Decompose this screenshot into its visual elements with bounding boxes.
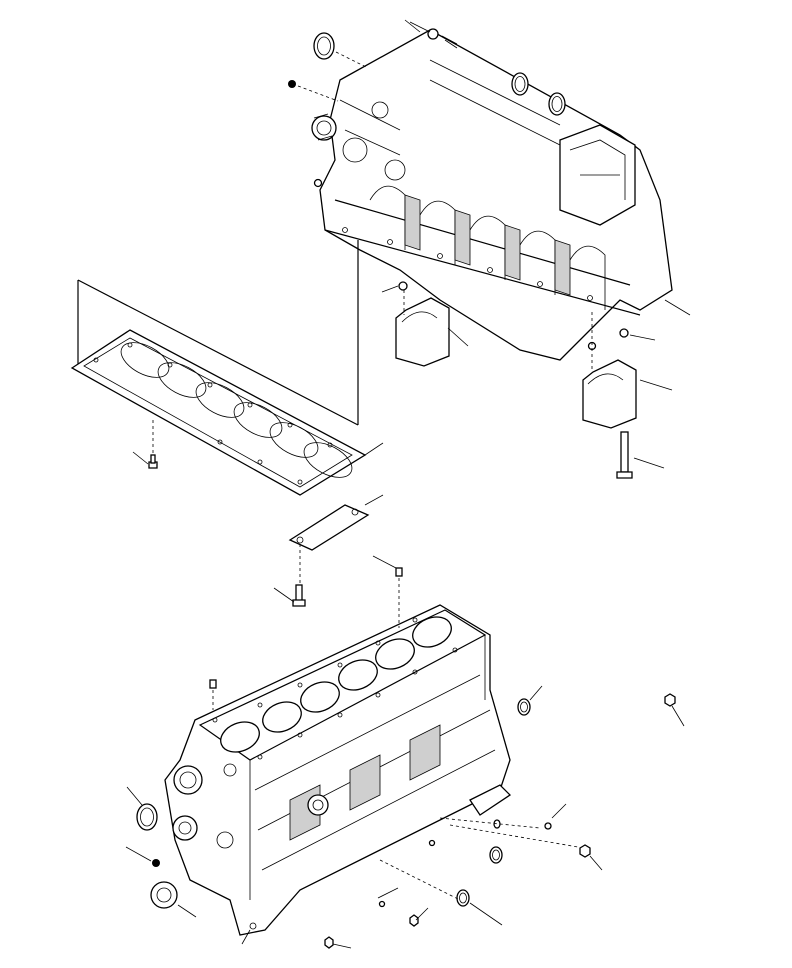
deck-dowel-right	[372, 555, 403, 628]
cylinder-block	[164, 604, 512, 936]
front-seal-ring-lower	[126, 786, 158, 831]
plate-bolt	[273, 584, 306, 607]
top-plug	[409, 21, 458, 45]
front-seal-ring	[313, 32, 367, 68]
retaining-plate	[288, 494, 384, 584]
rear-seal-sleeve	[150, 881, 197, 918]
main-bearing-bolt	[616, 328, 665, 479]
head-gasket	[70, 240, 384, 496]
side-plug	[313, 178, 323, 188]
side-cover-bolt	[379, 839, 461, 901]
main-bearing-cap-rear	[582, 312, 673, 429]
bottom-nut	[409, 907, 429, 927]
gasket-bolt	[132, 420, 158, 469]
dowel-pin	[288, 80, 339, 102]
bottom-plug	[377, 887, 399, 908]
small-ring	[493, 819, 501, 829]
deck-dowel-left	[209, 679, 217, 710]
block-o-ring-lower	[456, 889, 503, 926]
nut-far-right	[664, 693, 685, 727]
block-o-ring-mid	[489, 846, 503, 864]
bottom-screw	[324, 936, 352, 949]
block-o-ring-upper	[517, 685, 543, 716]
drain-plug	[241, 922, 257, 945]
nut-right	[449, 824, 603, 871]
bushing-sleeve	[311, 113, 337, 141]
main-bearing-cap-front	[381, 281, 469, 367]
crankcase-underside	[319, 29, 673, 361]
plug-right	[439, 803, 567, 830]
dowel-pin-lower	[125, 846, 160, 867]
